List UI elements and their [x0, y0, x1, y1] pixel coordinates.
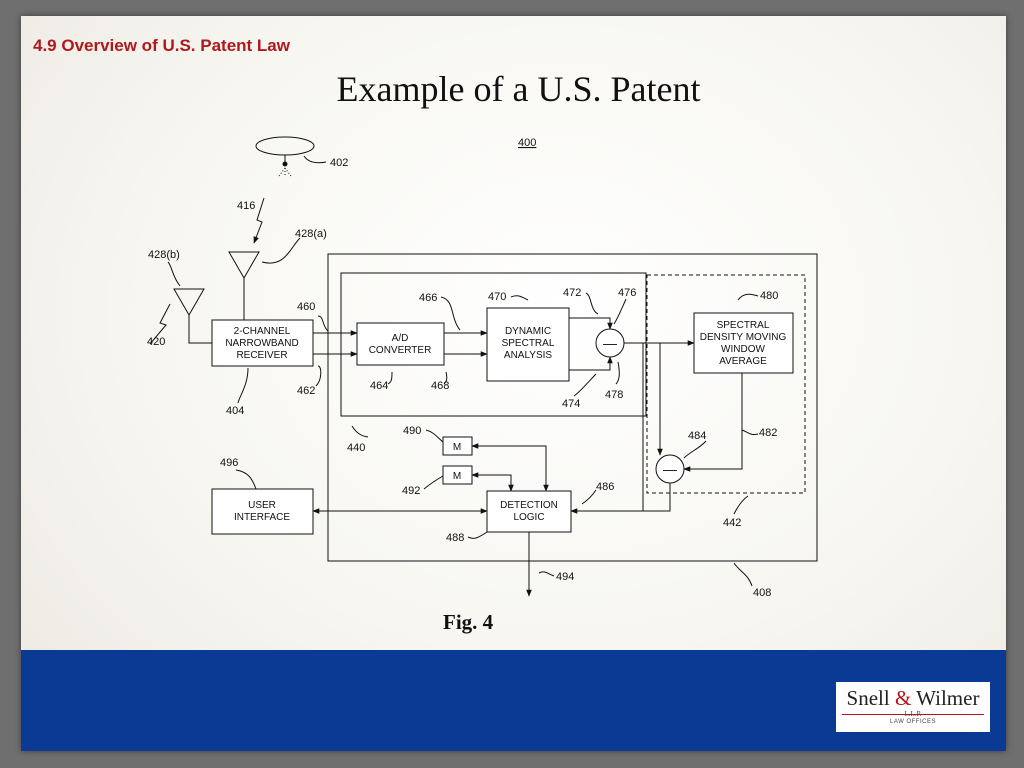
antenna-a-icon	[228, 251, 260, 280]
ref-494: 494	[556, 571, 574, 583]
dsa-line-2: SPECTRAL	[502, 338, 555, 349]
detection-line-1: DETECTION	[500, 500, 558, 511]
sdmwa-line-1: SPECTRAL	[717, 320, 770, 331]
processing-box-440	[340, 272, 647, 417]
memory-490-label: M	[453, 442, 461, 453]
ref-428a: 428(a)	[295, 228, 327, 240]
ref-442: 442	[723, 517, 741, 529]
ref-496: 496	[220, 457, 238, 469]
logo-subtitle: LAW OFFICES	[890, 719, 936, 725]
ref-484: 484	[688, 430, 706, 442]
ref-472: 472	[563, 287, 581, 299]
logo-llp: L.L.P.	[904, 710, 922, 718]
detection-line-2: LOGIC	[513, 512, 544, 523]
ref-490: 490	[403, 425, 421, 437]
ref-428b: 428(b)	[148, 249, 180, 261]
ref-478: 478	[605, 389, 623, 401]
ref-416: 416	[237, 200, 255, 212]
ui-line-1: USER	[248, 500, 276, 511]
logo-rule	[842, 714, 984, 715]
ref-470: 470	[488, 291, 506, 303]
ref-476: 476	[618, 287, 636, 299]
slide: 4.9 Overview of U.S. Patent Law Example …	[21, 16, 1006, 751]
ref-400: 400	[518, 137, 536, 149]
ref-462: 462	[297, 385, 315, 397]
firm-logo: Snell & Wilmer L.L.P. LAW OFFICES	[836, 682, 990, 732]
ref-488: 488	[446, 532, 464, 544]
section-title: 4.9 Overview of U.S. Patent Law	[33, 36, 290, 55]
ad-line-1: A/D	[392, 333, 409, 344]
signal-bolt-416	[253, 197, 265, 244]
dsa-line-3: ANALYSIS	[504, 350, 552, 361]
memory-492-label: M	[453, 471, 461, 482]
ref-466: 466	[419, 292, 437, 304]
logo-name-a: Snell	[846, 686, 890, 710]
system-box-408	[327, 253, 818, 562]
ref-402: 402	[330, 157, 348, 169]
figure-caption: Fig. 4	[443, 610, 494, 634]
ref-440: 440	[347, 442, 365, 454]
sdmwa-line-4: AVERAGE	[719, 356, 767, 367]
ref-404: 404	[226, 405, 244, 417]
ref-460: 460	[297, 301, 315, 313]
ref-486: 486	[596, 481, 614, 493]
receiver-line-2: NARROWBAND	[225, 338, 298, 349]
signal-bolt-420	[149, 303, 171, 345]
dsa-block	[486, 307, 570, 382]
dashed-box-442	[646, 274, 806, 494]
slide-title: Example of a U.S. Patent	[336, 69, 701, 109]
ref-464: 464	[370, 380, 388, 392]
ref-480: 480	[760, 290, 778, 302]
receiver-line-1: 2-CHANNEL	[234, 326, 291, 337]
sdmwa-line-3: WINDOW	[721, 344, 765, 355]
ui-line-2: INTERFACE	[234, 512, 290, 523]
sdmwa-line-2: DENSITY MOVING	[700, 332, 787, 343]
antenna-b-icon	[173, 288, 205, 317]
ref-474: 474	[562, 398, 580, 410]
ref-482: 482	[759, 427, 777, 439]
ref-492: 492	[402, 485, 420, 497]
subtractor-484-sign: —	[663, 461, 677, 477]
logo-wordmark: Snell & Wilmer	[836, 686, 990, 711]
receiver-line-3: RECEIVER	[236, 350, 287, 361]
ref-408: 408	[753, 587, 771, 599]
ad-line-2: CONVERTER	[369, 345, 432, 356]
ref-468: 468	[431, 380, 449, 392]
receiver-block	[211, 319, 314, 367]
logo-name-b: Wilmer	[916, 686, 980, 710]
user-interface-block	[211, 488, 314, 535]
ad-converter-block	[356, 322, 445, 366]
dsa-line-1: DYNAMIC	[505, 326, 551, 337]
logo-amp: &	[894, 686, 912, 710]
subtractor-476-sign: —	[603, 335, 617, 351]
satellite-icon	[255, 136, 315, 156]
ref-420: 420	[147, 336, 165, 348]
